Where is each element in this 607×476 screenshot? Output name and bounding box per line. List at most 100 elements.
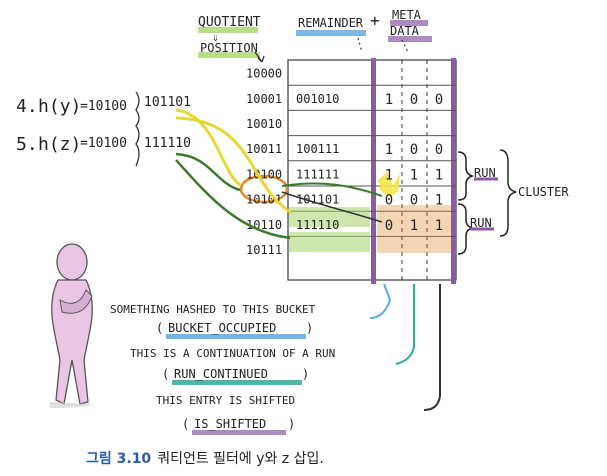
remainder-pointer <box>357 37 363 53</box>
remainder-cell: 100111 <box>296 142 339 156</box>
remainder-cell: 111111 <box>296 167 339 181</box>
metadata-bit-occupied: 0 <box>385 193 393 209</box>
remainder-cell: 111110 <box>296 218 339 232</box>
row-z-highlight <box>289 232 370 252</box>
note-3-paren-close: ) <box>288 417 295 431</box>
note-1-underline <box>166 334 306 339</box>
quotient-position: 10111 <box>246 243 282 257</box>
remainder-highlight <box>296 30 366 36</box>
z-remainder-arrow <box>175 159 291 240</box>
quotient-arrow-down: ⇓ <box>212 31 219 44</box>
table-row: 10000 <box>246 67 282 81</box>
quotient-position: 10011 <box>246 142 282 156</box>
quotient-highlight <box>198 27 258 33</box>
step-5-label: 5. <box>16 134 38 155</box>
note-1-paren-close: ) <box>306 321 313 335</box>
note-bucket-occupied: SOMETHING HASHED TO THIS BUCKET ( BUCKET… <box>110 283 392 339</box>
metadata-bit-occupied: 1 <box>385 92 393 108</box>
z-quotient-arrow <box>175 152 241 192</box>
data-header: DATA <box>390 24 420 38</box>
quotient-position: 10010 <box>246 117 282 131</box>
remainder-cell: 001010 <box>296 92 339 106</box>
hash-z: 5. h(z) =10100 111110 <box>16 134 191 155</box>
hash-z-remainder: 111110 <box>144 136 191 151</box>
note-2-paren-close: ) <box>302 367 309 381</box>
metadata-bit-shifted: 0 <box>435 92 443 108</box>
step-4-label: 4. <box>16 96 38 117</box>
remainder-cell: 101101 <box>296 193 339 207</box>
metadata-bit-continuation: 0 <box>410 142 418 158</box>
meta-highlight <box>390 20 428 26</box>
person-shadow <box>50 402 92 408</box>
quotient-header: QUOTIENT <box>198 15 261 30</box>
cluster-bracket <box>499 149 517 237</box>
note-3-flag: IS_SHIFTED <box>194 417 266 431</box>
note-3-paren-open: ( <box>182 417 189 431</box>
metadata-bit-shifted: 1 <box>435 218 443 234</box>
run-bracket-1 <box>457 151 475 201</box>
run-label-1: RUN <box>474 166 496 180</box>
y-remainder-arrow <box>175 116 293 215</box>
note-1-flag: BUCKET_OCCUPIED <box>168 321 276 335</box>
quotient-position: 10110 <box>246 218 282 232</box>
metadata-bit-occupied: 0 <box>385 218 393 234</box>
hash-y-quotient: =10100 <box>80 99 127 114</box>
hash-z-quotient: =10100 <box>80 136 127 151</box>
quotient-position: 10001 <box>246 92 282 106</box>
y-quotient-arrow <box>175 108 241 187</box>
plus-sign: + <box>370 11 380 30</box>
person-arm <box>59 289 93 314</box>
metadata-bit-occupied: 1 <box>385 142 393 158</box>
equation-brace <box>135 91 140 167</box>
note-3-underline <box>192 430 286 435</box>
shifted-meta-highlight <box>377 205 451 253</box>
occupied-flag-burst <box>378 172 400 197</box>
metadata-bit-continuation: 1 <box>410 218 418 234</box>
note-2-arrow <box>395 284 415 365</box>
metadata-right-border <box>451 58 456 284</box>
shift-arrow-1 <box>281 182 383 197</box>
metadata-bit-shifted: 1 <box>435 193 443 209</box>
hash-y-remainder: 101101 <box>144 95 191 110</box>
table-row: 10011 100111 1 0 0 <box>246 142 443 158</box>
quotient-position: 10000 <box>246 67 282 81</box>
metadata-bit-shifted: 1 <box>435 167 443 183</box>
shift-arrow-2 <box>281 191 383 223</box>
table-row: 10010 <box>246 117 282 131</box>
position-pointer-arrow <box>254 51 265 63</box>
meta-header: META <box>392 8 422 22</box>
hash-z-function: h(z) <box>38 134 81 155</box>
quotient-10100-circle <box>239 174 289 204</box>
note-2-paren-open: ( <box>162 367 169 381</box>
note-run-continued: THIS IS A CONTINUATION OF A RUN ( RUN_CO… <box>130 284 415 385</box>
cluster-label: CLUSTER <box>518 185 569 199</box>
data-highlight <box>388 36 432 42</box>
position-highlight <box>198 52 260 58</box>
meta-pointer <box>401 39 409 53</box>
quotient-position: 10100 <box>246 167 282 181</box>
metadata-left-border <box>371 58 376 284</box>
table-row: 10111 <box>246 243 282 257</box>
person-head <box>56 243 88 281</box>
table-row: 10001 001010 1 0 0 <box>246 92 443 108</box>
note-is-shifted: THIS ENTRY IS SHIFTED ( IS_SHIFTED ) <box>156 284 441 435</box>
metadata-bit-shifted: 0 <box>435 142 443 158</box>
note-3-text: THIS ENTRY IS SHIFTED <box>156 394 295 407</box>
metadata-bit-continuation: 0 <box>410 92 418 108</box>
note-1-paren-open: ( <box>156 321 163 335</box>
hash-y: 4. h(y) =10100 101101 <box>16 95 191 117</box>
caption-text: 쿼티언트 필터에 y와 z 삽입. <box>157 451 324 467</box>
note-1-arrow <box>369 283 392 319</box>
note-1-text: SOMETHING HASHED TO THIS BUCKET <box>110 303 316 316</box>
note-2-text: THIS IS A CONTINUATION OF A RUN <box>130 347 335 360</box>
note-2-underline <box>172 380 302 385</box>
note-3-arrow <box>423 284 441 411</box>
metadata-bit-occupied: 1 <box>385 167 393 183</box>
metadata-bit-continuation: 1 <box>410 167 418 183</box>
metadata-bit-continuation: 0 <box>410 193 418 209</box>
note-2-flag: RUN_CONTINUED <box>174 367 268 381</box>
